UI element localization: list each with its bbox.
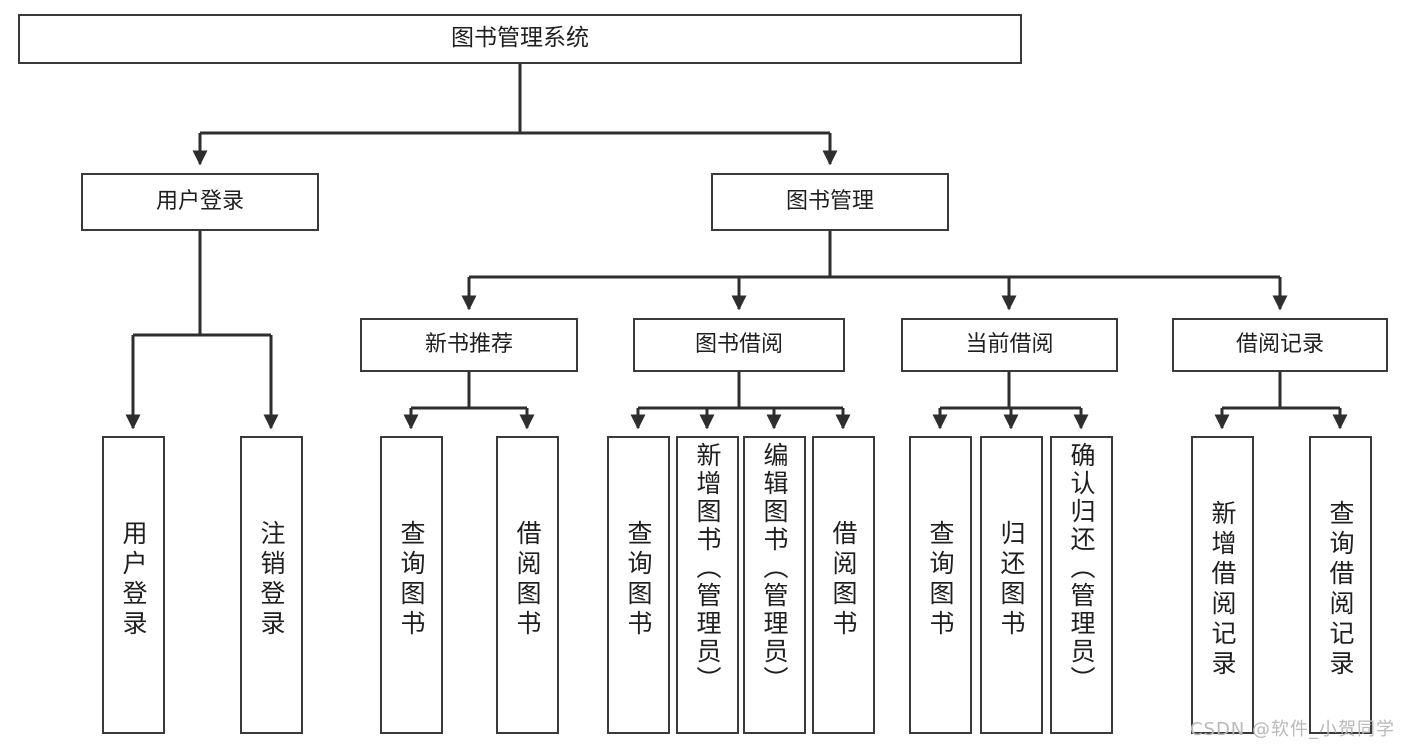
node-label: 当前借阅 (965, 331, 1054, 357)
leaf-query-book-new[interactable]: 查询图书 (380, 436, 443, 734)
leaf-label: 确认归还（管理员） (1067, 442, 1096, 694)
leaf-label: 查询图书 (397, 520, 426, 640)
leaf-user-login[interactable]: 用户登录 (102, 436, 165, 734)
node-borrow-record[interactable]: 借阅记录 (1172, 318, 1388, 372)
node-new-book-recommend[interactable]: 新书推荐 (360, 318, 578, 372)
leaf-add-book-admin[interactable]: 新增图书（管理员） (676, 436, 739, 734)
leaf-label: 用户登录 (119, 520, 148, 640)
node-label: 用户登录 (155, 188, 244, 214)
leaf-query-book-borrow[interactable]: 查询图书 (607, 436, 670, 734)
node-label: 新书推荐 (424, 331, 513, 357)
leaf-confirm-return-admin[interactable]: 确认归还（管理员） (1050, 436, 1113, 734)
leaf-add-borrow-record[interactable]: 新增借阅记录 (1191, 436, 1254, 734)
leaf-label: 借阅图书 (829, 520, 858, 640)
node-label: 图书管理系统 (451, 25, 589, 52)
leaf-query-borrow-record[interactable]: 查询借阅记录 (1309, 436, 1372, 734)
leaf-query-book-current[interactable]: 查询图书 (909, 436, 972, 734)
node-current-borrow[interactable]: 当前借阅 (901, 318, 1118, 372)
leaf-label: 注销登录 (257, 520, 286, 640)
node-book-management[interactable]: 图书管理 (711, 173, 949, 231)
leaf-label: 新增图书（管理员） (693, 442, 722, 694)
node-user-login[interactable]: 用户登录 (81, 173, 319, 231)
node-root-book-management-system[interactable]: 图书管理系统 (18, 14, 1022, 64)
leaf-return-book[interactable]: 归还图书 (980, 436, 1043, 734)
csdn-watermark: CSDN @软件_小贺同学 (1189, 719, 1395, 740)
leaf-label: 查询图书 (926, 520, 955, 640)
leaf-borrow-book-borrow[interactable]: 借阅图书 (812, 436, 875, 734)
node-label: 图书管理 (785, 188, 874, 214)
leaf-label: 借阅图书 (513, 520, 542, 640)
node-label: 借阅记录 (1235, 331, 1324, 357)
leaf-edit-book-admin[interactable]: 编辑图书（管理员） (743, 436, 806, 734)
leaf-label: 查询借阅记录 (1326, 500, 1355, 680)
node-book-borrow[interactable]: 图书借阅 (633, 318, 845, 372)
leaf-user-logout[interactable]: 注销登录 (240, 436, 303, 734)
leaf-label: 新增借阅记录 (1208, 500, 1237, 680)
leaf-borrow-book-new[interactable]: 借阅图书 (496, 436, 559, 734)
leaf-label: 归还图书 (997, 520, 1026, 640)
node-label: 图书借阅 (694, 331, 783, 357)
leaf-label: 查询图书 (624, 520, 653, 640)
leaf-label: 编辑图书（管理员） (760, 442, 789, 694)
